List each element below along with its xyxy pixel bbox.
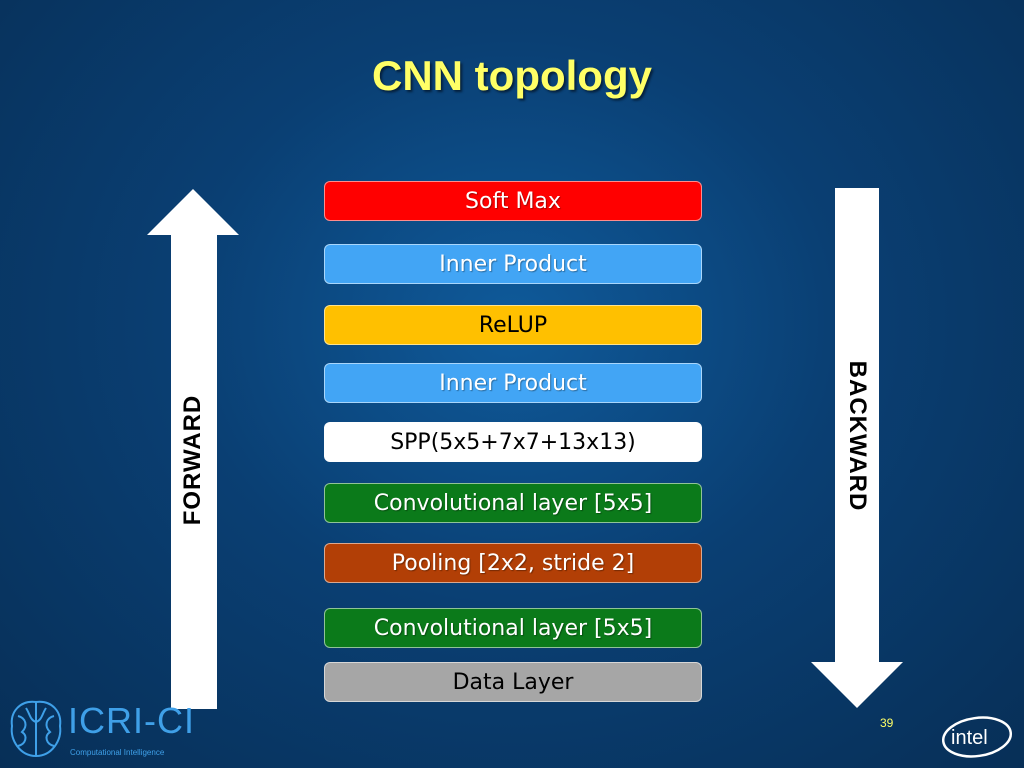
intel-logo-icon: intel — [940, 712, 1014, 764]
layer-label: ReLUP — [478, 312, 548, 338]
icri-logo-subtext: Computational Intelligence — [70, 748, 165, 757]
intel-logo-text: intel — [951, 727, 988, 749]
layer-spp: SPP(5x5+7x7+13x13) — [324, 422, 702, 462]
forward-label: FORWARD — [179, 394, 206, 526]
backward-label: BACKWARD — [844, 360, 871, 512]
layer-pooling: Pooling [2x2, stride 2] — [324, 543, 702, 583]
layer-label: Soft Max — [465, 188, 561, 214]
forward-arrow-icon — [147, 189, 239, 709]
page-number: 39 — [880, 716, 894, 730]
slide-title: CNN topology — [372, 52, 652, 99]
layer-data: Data Layer — [324, 662, 702, 702]
layer-label: Convolutional layer [5x5] — [373, 490, 653, 516]
layer-inner-product-bottom: Inner Product — [324, 363, 702, 403]
layer-convolutional-bottom: Convolutional layer [5x5] — [324, 608, 702, 648]
brain-logo-icon — [6, 696, 66, 766]
layer-convolutional-top: Convolutional layer [5x5] — [324, 483, 702, 523]
layer-label: Inner Product — [439, 251, 587, 277]
layer-relup: ReLUP — [324, 305, 702, 345]
layer-label: Inner Product — [439, 370, 587, 396]
layer-label: Pooling [2x2, stride 2] — [391, 550, 635, 576]
layer-soft-max: Soft Max — [324, 181, 702, 221]
icri-logo-text: ICRI-CI — [68, 700, 195, 741]
layer-label: Convolutional layer [5x5] — [373, 615, 653, 641]
layer-label: Data Layer — [452, 669, 574, 695]
backward-arrow-icon — [811, 188, 903, 708]
layer-inner-product-top: Inner Product — [324, 244, 702, 284]
layer-label: SPP(5x5+7x7+13x13) — [390, 429, 636, 455]
